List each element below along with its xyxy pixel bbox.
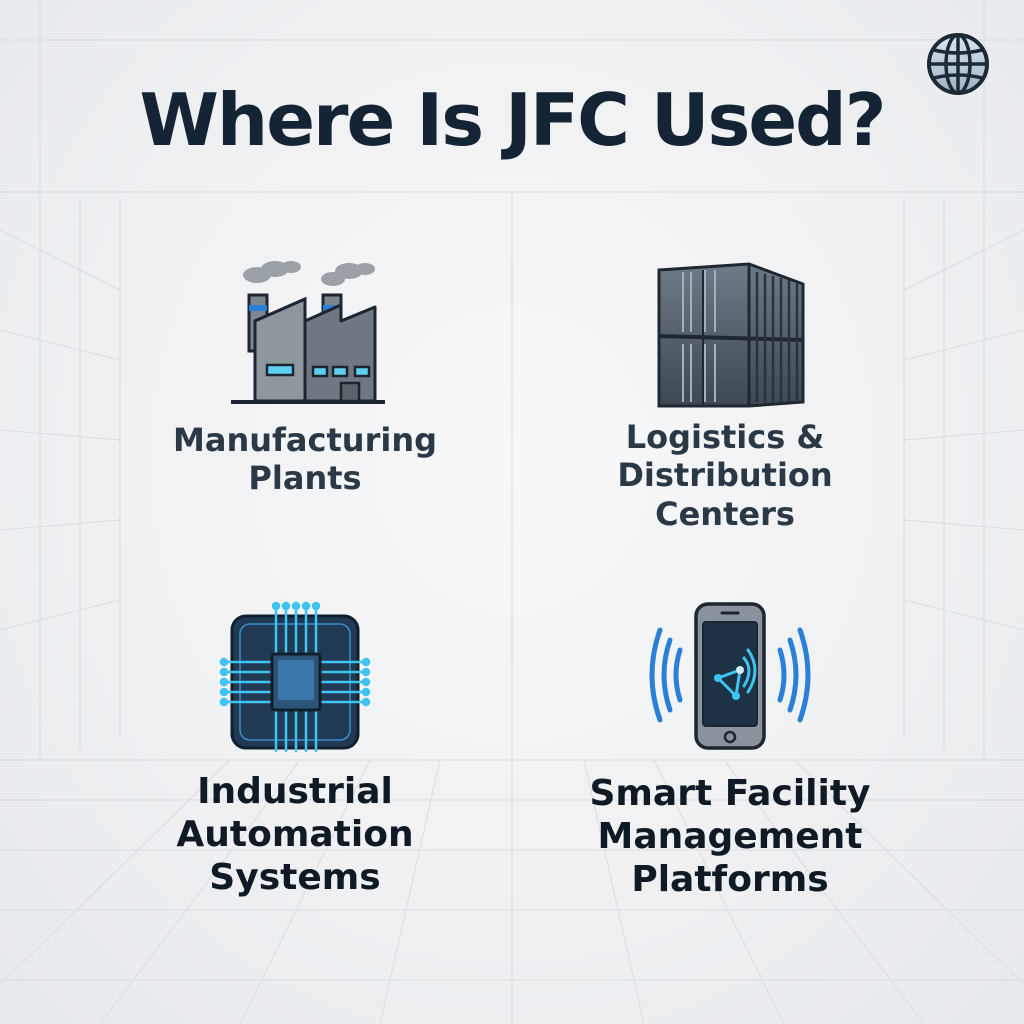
card-label-line: Platforms — [631, 859, 829, 901]
card-label-line: Plants — [248, 459, 362, 498]
card-manufacturing-plants: Manufacturing Plants — [120, 255, 490, 498]
smartphone-signal-icon — [649, 602, 811, 750]
globe-icon — [927, 33, 989, 95]
card-label-line: Automation — [176, 814, 414, 856]
microchip-icon — [219, 601, 371, 752]
card-label-line: Distribution — [617, 456, 833, 495]
card-label-line: Logistics & — [625, 418, 825, 456]
card-label-line: Smart Facility — [589, 773, 871, 814]
card-label-line: Industrial — [197, 771, 393, 812]
card-smart-facility-management: Smart Facility Management Platforms — [545, 600, 915, 902]
shipping-containers-icon — [657, 262, 805, 408]
page-title: Where Is JFC Used? — [139, 78, 887, 162]
factory-icon — [231, 261, 385, 404]
card-label-line: Manufacturing — [173, 421, 437, 459]
card-label-line: Systems — [209, 857, 381, 899]
card-label-line: Centers — [655, 494, 795, 533]
card-logistics-distribution: Logistics & Distribution Centers — [540, 260, 910, 533]
card-industrial-automation: Industrial Automation Systems — [110, 592, 480, 900]
card-label-line: Management — [597, 816, 863, 858]
